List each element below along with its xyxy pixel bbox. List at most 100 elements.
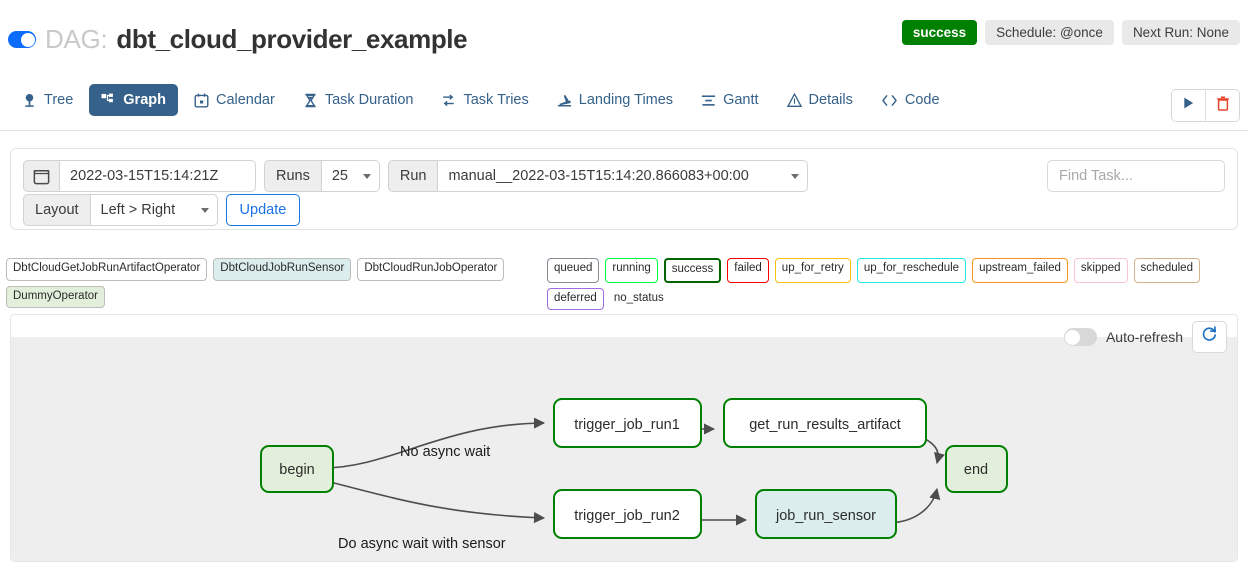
node-end[interactable]: end <box>945 445 1008 493</box>
header-badges: success Schedule: @once Next Run: None <box>901 20 1240 45</box>
dag-graph-svg[interactable]: begin trigger_job_run1 get_run_results_a… <box>11 337 1238 562</box>
legend-operator-chip: DbtCloudRunJobOperator <box>357 258 505 281</box>
run-select[interactable]: manual__2022-03-15T15:14:20.866083+00:00 <box>438 160 809 192</box>
tab-label: Gantt <box>723 92 759 108</box>
calendar-icon <box>23 160 60 192</box>
legend-state-chip: deferred <box>547 287 604 310</box>
graph-edges <box>321 417 945 526</box>
legend-state-chip: failed <box>727 258 769 283</box>
tab-code[interactable]: Code <box>869 84 952 116</box>
status-badge: success <box>901 20 978 45</box>
tab-label: Task Duration <box>324 92 414 108</box>
find-task-input[interactable] <box>1047 160 1225 192</box>
base-date-input[interactable]: 2022-03-15T15:14:21Z <box>60 160 256 192</box>
legend-states: queued running success failed up_for_ret… <box>547 258 1247 310</box>
toggle-knob <box>20 32 35 47</box>
node-trigger_job_run2[interactable]: trigger_job_run2 <box>553 489 702 539</box>
graph-canvas[interactable]: begin trigger_job_run1 get_run_results_a… <box>11 337 1238 562</box>
trash-icon <box>1216 96 1230 116</box>
layout-select[interactable]: Left > Right <box>90 194 218 226</box>
page-title: dbt_cloud_provider_example <box>116 24 468 54</box>
nav-action-buttons <box>1171 89 1240 122</box>
code-icon <box>881 93 898 108</box>
edge-begin-trigger_job_run1 <box>321 417 546 469</box>
toggle-knob <box>1065 329 1081 345</box>
landing-icon <box>557 93 572 108</box>
node-trigger_job_run1[interactable]: trigger_job_run1 <box>553 398 702 448</box>
dag-paused-toggle[interactable] <box>8 31 36 48</box>
tab-details[interactable]: Details <box>775 84 865 116</box>
nav-tabs: Tree Graph Calendar Task Duration <box>10 84 952 116</box>
graph-edge-labels: No async wait Do async wait with sensor <box>338 444 506 552</box>
tab-label: Task Tries <box>463 92 529 108</box>
legend-state-chip: queued <box>547 258 600 283</box>
runs-select[interactable]: 25 <box>321 160 380 192</box>
legend-state-chip: running <box>605 258 658 283</box>
refresh-icon <box>1201 326 1218 348</box>
layout-label: Layout <box>23 194 91 226</box>
node-job_run_sensor[interactable]: job_run_sensor <box>755 489 897 539</box>
legend-state-chip: success <box>663 258 722 283</box>
legend-operators: DbtCloudGetJobRunArtifactOperator DbtClo… <box>6 258 536 308</box>
graph-toolbar: Auto-refresh <box>1063 321 1227 353</box>
tab-label: Graph <box>123 92 166 108</box>
schedule-badge[interactable]: Schedule: @once <box>985 20 1114 45</box>
tab-calendar[interactable]: Calendar <box>182 84 287 116</box>
tab-label: Details <box>808 92 853 108</box>
dag-prefix-label: DAG: <box>45 24 108 54</box>
delete-dag-button[interactable] <box>1205 90 1239 121</box>
edge-label: Do async wait with sensor <box>338 536 506 552</box>
chevron-down-icon <box>362 174 371 179</box>
play-icon <box>1182 96 1195 115</box>
node-label: trigger_job_run1 <box>574 417 680 433</box>
run-label: Run <box>387 160 439 192</box>
legend-state-chip: upstream_failed <box>972 258 1068 283</box>
calendar-icon <box>194 93 209 108</box>
tab-label: Tree <box>44 92 74 108</box>
legend-state-chip: no_status <box>613 291 664 304</box>
filter-row-secondary: Layout Left > Right Update <box>23 194 301 226</box>
node-label: get_run_results_artifact <box>749 417 901 433</box>
node-label: job_run_sensor <box>775 508 876 524</box>
chevron-down-icon <box>791 174 800 179</box>
tab-task-tries[interactable]: Task Tries <box>429 84 540 116</box>
gantt-icon <box>701 93 716 108</box>
auto-refresh-label: Auto-refresh <box>1105 329 1183 345</box>
legend-operator-chip: DbtCloudJobRunSensor <box>213 258 352 281</box>
retry-icon <box>441 93 456 108</box>
runs-select-value: 25 <box>331 168 348 184</box>
tab-gantt[interactable]: Gantt <box>689 84 770 116</box>
nav-tabs-bar: Tree Graph Calendar Task Duration <box>0 84 1248 131</box>
run-select-value: manual__2022-03-15T15:14:20.866083+00:00 <box>448 168 749 184</box>
node-begin[interactable]: begin <box>260 445 334 493</box>
legend-operator-chip: DummyOperator <box>6 285 105 308</box>
node-label: end <box>964 462 988 478</box>
next-run-badge[interactable]: Next Run: None <box>1121 20 1240 45</box>
hourglass-icon <box>303 93 318 108</box>
update-button[interactable]: Update <box>225 194 301 226</box>
auto-refresh-toggle[interactable] <box>1063 328 1097 346</box>
refresh-button[interactable] <box>1192 321 1227 353</box>
tab-label: Calendar <box>215 92 275 108</box>
graph-panel: Auto-refresh <box>10 314 1238 562</box>
node-get_run_results_artifact[interactable]: get_run_results_artifact <box>723 398 927 448</box>
base-date-group: 2022-03-15T15:14:21Z <box>23 160 256 192</box>
triangle-info-icon <box>786 92 802 108</box>
node-label: trigger_job_run2 <box>574 508 680 524</box>
tab-landing-times[interactable]: Landing Times <box>545 84 685 116</box>
runs-group: Runs 25 <box>264 160 380 192</box>
trigger-dag-button[interactable] <box>1172 90 1205 121</box>
tab-tree[interactable]: Tree <box>10 84 85 116</box>
graph-icon <box>101 93 116 108</box>
tab-task-duration[interactable]: Task Duration <box>291 84 426 116</box>
chevron-down-icon <box>200 208 209 213</box>
graph-nodes: begin trigger_job_run1 get_run_results_a… <box>260 398 1008 539</box>
page-header: DAG: dbt_cloud_provider_example success … <box>0 0 1248 70</box>
tab-graph[interactable]: Graph <box>89 84 178 116</box>
legend-state-chip: scheduled <box>1133 258 1200 283</box>
legend-state-chip: up_for_reschedule <box>856 258 967 283</box>
node-label: begin <box>279 462 314 478</box>
legend: DbtCloudGetJobRunArtifactOperator DbtClo… <box>0 258 1248 310</box>
tab-label: Landing Times <box>578 92 674 108</box>
